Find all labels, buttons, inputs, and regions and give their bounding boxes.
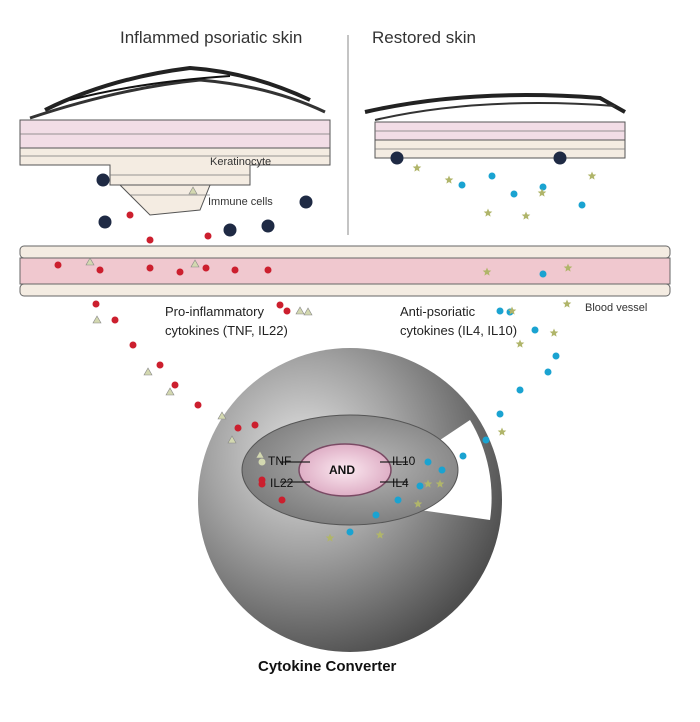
il10-marker: [372, 511, 380, 519]
il10-marker: [416, 482, 424, 490]
il22-marker: [194, 401, 202, 409]
tnf-marker: [85, 257, 95, 266]
il4-marker: [412, 163, 422, 172]
tnf-marker: [217, 411, 227, 420]
tnf-marker: [92, 315, 102, 324]
il22-marker: [171, 381, 179, 389]
tnf-marker: [303, 307, 313, 316]
output-il10-marker: [424, 458, 432, 466]
il10-marker: [531, 326, 539, 334]
and-gate-label: AND: [329, 463, 355, 477]
restored-skin-illustration: [364, 93, 626, 159]
il4-marker: [497, 427, 507, 436]
il4-marker: [375, 530, 385, 539]
tnf-marker: [190, 259, 200, 268]
il4-marker: [444, 175, 454, 184]
legend-tnf-marker: [295, 306, 305, 315]
il10-marker: [482, 436, 490, 444]
il10-marker: [488, 172, 496, 180]
il10-marker: [346, 528, 354, 536]
il4-marker: [325, 533, 335, 542]
pro-inflammatory-label-line1: Pro-inflammatory: [165, 304, 264, 319]
tnf-marker: [143, 367, 153, 376]
il22-marker: [126, 211, 134, 219]
il10-marker: [539, 183, 547, 191]
il4-marker: [435, 479, 445, 488]
il10-marker: [394, 496, 402, 504]
il4-marker: [515, 339, 525, 348]
tnf-marker: [227, 435, 237, 444]
il10-marker: [458, 181, 466, 189]
il4-marker: [587, 171, 597, 180]
il4-marker: [521, 211, 531, 220]
il22-marker: [92, 300, 100, 308]
il10-marker: [496, 410, 504, 418]
il10-marker: [552, 352, 560, 360]
keratinocyte-label: Keratinocyte: [210, 156, 272, 168]
right-panel-title: Restored skin: [372, 28, 476, 47]
il10-marker: [510, 190, 518, 198]
il22-marker: [129, 341, 137, 349]
pro-inflammatory-label-line2: cytokines (TNF, IL22): [165, 323, 288, 338]
il10-marker: [578, 201, 586, 209]
il22-marker: [234, 424, 242, 432]
il10-marker: [516, 386, 524, 394]
il22-marker: [202, 264, 210, 272]
legend-il10-marker: [496, 307, 504, 315]
il22-marker: [231, 266, 239, 274]
and-gate: [280, 443, 408, 497]
il4-marker: [537, 188, 547, 197]
converter-sphere: [198, 348, 502, 652]
il22-marker: [176, 268, 184, 276]
immune-cells: [96, 151, 567, 237]
il4-marker: [482, 267, 492, 276]
il22-marker: [264, 266, 272, 274]
input-il22-label: IL22: [270, 476, 294, 490]
il22-marker: [204, 232, 212, 240]
il22-marker: [156, 361, 164, 369]
il4-marker: [563, 263, 573, 272]
legend-il4-marker: [507, 306, 517, 315]
il22-marker: [146, 236, 154, 244]
output-il4-marker: [423, 479, 433, 488]
tnf-marker: [188, 186, 198, 195]
il22-marker: [96, 266, 104, 274]
anti-psoriatic-label-line2: cytokines (IL4, IL10): [400, 323, 518, 338]
output-il4-label: IL4: [392, 476, 409, 490]
il10-marker: [544, 368, 552, 376]
anti-psoriatic-label-line1: Anti-psoriatic: [400, 304, 476, 319]
input-tnf-label: TNF: [268, 454, 292, 468]
cytokine-markers: [54, 163, 597, 542]
il22-marker: [111, 316, 119, 324]
converter-caption: Cytokine Converter: [258, 658, 397, 675]
il10-marker: [539, 270, 547, 278]
output-il10-label: IL10: [392, 454, 416, 468]
il10-marker: [459, 452, 467, 460]
il22-marker: [278, 496, 286, 504]
il22-marker: [251, 421, 259, 429]
tnf-marker: [255, 450, 265, 459]
il22-marker: [146, 264, 154, 272]
il10-marker: [438, 466, 446, 474]
left-panel-title: Inflammed psoriatic skin: [120, 28, 303, 47]
legend-il22-marker: [283, 307, 291, 315]
tnf-marker: [165, 387, 175, 396]
il4-marker: [549, 328, 559, 337]
il22-marker: [276, 301, 284, 309]
blood-vessel-illustration: [19, 245, 671, 297]
immune-cells-label: Immune cells: [208, 196, 273, 208]
il4-marker: [562, 299, 572, 308]
input-il22-marker: [258, 480, 266, 488]
input-tnf-marker: [258, 458, 266, 466]
il4-marker: [413, 499, 423, 508]
il22-marker: [54, 261, 62, 269]
blood-vessel-label: Blood vessel: [585, 302, 648, 314]
inflamed-skin-illustration: [19, 65, 331, 216]
il4-marker: [483, 208, 493, 217]
